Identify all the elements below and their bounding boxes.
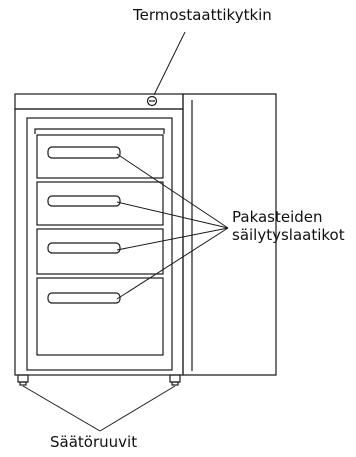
leader-line [22, 385, 101, 432]
top-shelf [34, 128, 165, 134]
drawer-handle [47, 195, 121, 207]
thermostat-label: Termostaattikytkin [133, 6, 272, 24]
thermostat-knob [146, 95, 158, 107]
adjustable-foot-left [17, 374, 29, 386]
inner-liner [26, 117, 173, 371]
leader-line [153, 31, 186, 96]
open-door [182, 93, 277, 376]
drawer-handle [47, 292, 121, 304]
drawer [36, 277, 164, 356]
drawers-label-line1: Pakasteiden [232, 208, 323, 226]
feet-label: Säätöruuvit [50, 433, 138, 451]
drawers-label: Pakasteiden säilytyslaatikot [232, 208, 345, 244]
leader-line [116, 227, 229, 300]
drawers-label-line2: säilytyslaatikot [232, 226, 345, 244]
leader-line [116, 201, 229, 229]
drawer [36, 181, 164, 226]
leader-line [99, 385, 176, 432]
drawer-handle [47, 146, 121, 159]
drawer [36, 228, 164, 275]
leader-line [116, 153, 229, 229]
drawer [36, 134, 164, 179]
adjustable-foot-right [169, 374, 181, 386]
control-panel [14, 93, 184, 110]
leader-line [116, 227, 229, 251]
drawer-handle [47, 242, 121, 254]
